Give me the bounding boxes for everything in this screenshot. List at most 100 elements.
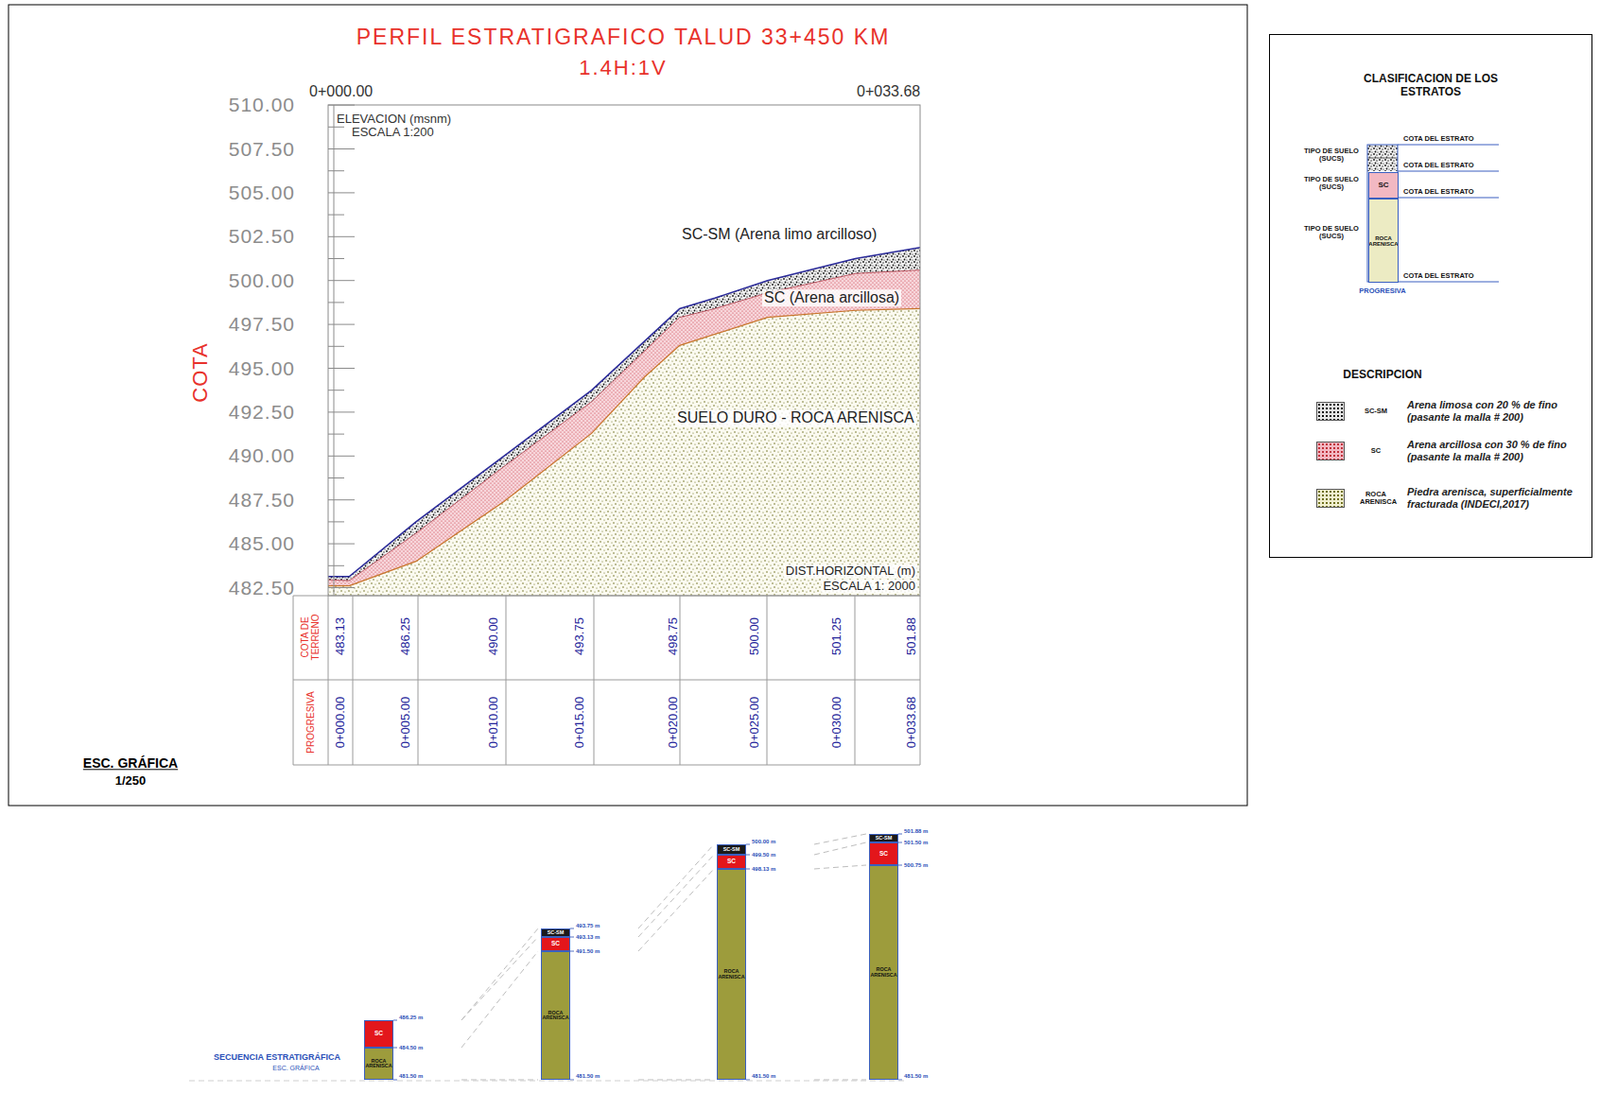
level-tick [746, 854, 750, 856]
axis-tick [328, 324, 355, 326]
stratum-boundary [328, 270, 921, 582]
table-rule [854, 595, 856, 766]
correlation-line [461, 928, 539, 1021]
correlation-line [638, 854, 714, 938]
table-cell: 0+000.00 [333, 696, 348, 749]
table-cell: 0+020.00 [666, 696, 680, 749]
legend-heading: CLASIFICACION DE LOS ESTRATOS [1340, 72, 1521, 100]
stratum-elevation: 491.50 m [575, 948, 600, 956]
drawing-label: COTA DEL ESTRATO [1403, 135, 1475, 143]
elevation-tick-label: 495.00 [228, 357, 296, 380]
axis-tick [328, 301, 345, 303]
axis-tick [328, 477, 345, 479]
base-line [189, 1080, 908, 1082]
stratum-elevation: 481.50 m [575, 1073, 600, 1080]
elevation-tick-label: 500.00 [228, 269, 296, 292]
legend-stratum: SC [1368, 172, 1399, 199]
stratum-code: SC [374, 1030, 383, 1038]
stratum-code: SC-SM [547, 930, 565, 937]
table-rule [293, 595, 921, 597]
elevation-tick-label: 497.50 [228, 313, 296, 336]
table-cell: 483.13 [333, 617, 348, 656]
stratum-segment: SC [869, 842, 899, 866]
table-rule [293, 765, 921, 766]
legend-description: Arena arcillosa con 30 % de fino (pasant… [1407, 438, 1578, 463]
axis-tick [328, 411, 355, 413]
stratum-elevation: 493.75 m [575, 922, 600, 930]
legend-swatch [1316, 488, 1345, 508]
axis-tick [328, 214, 345, 216]
table-cell: 493.75 [573, 617, 587, 656]
axis-tick [328, 587, 355, 589]
drawing-label: SC-SM [1359, 407, 1392, 416]
stratum-elevation: 481.50 m [904, 1073, 928, 1080]
stratum-level-line [1397, 144, 1499, 146]
table-cell: 500.00 [747, 617, 762, 656]
stratum-code: ROCA ARENISCA [1368, 235, 1398, 247]
drawing-label: TIPO DE SUELO (SUCS) [1303, 225, 1360, 242]
axis-tick [328, 389, 345, 391]
level-tick [898, 865, 903, 867]
stratum-fill [328, 247, 921, 596]
stratum-segment: SC [716, 854, 747, 870]
table-rule [293, 679, 921, 681]
axis-tick [328, 499, 355, 501]
table-cell: 0+010.00 [486, 696, 501, 749]
correlation-line [638, 844, 714, 929]
drawing-label: COTA DEL ESTRATO [1403, 161, 1475, 170]
drawing-label: COTA DE TERRENO [299, 609, 321, 665]
level-tick [746, 869, 750, 870]
stratum-code: ROCA ARENISCA [869, 967, 897, 978]
axis-tick [328, 455, 355, 457]
axis-tick [328, 543, 355, 545]
stratum-code: SC [551, 940, 560, 948]
table-rule [766, 595, 768, 766]
stratum-elevation: 481.50 m [751, 1073, 776, 1080]
stratum-code: SC [727, 858, 736, 866]
drawing-label: 0+033.68 [856, 83, 921, 101]
stratum-elevation: 493.13 m [575, 934, 600, 941]
stratum-segment: SC-SM [540, 928, 571, 938]
correlation-line [461, 937, 539, 1021]
drawing-label: PROGRESIVA [1358, 287, 1406, 296]
table-rule [328, 595, 330, 766]
stratum-elevation: 486.25 m [399, 1014, 423, 1022]
stratum-segment: SC-SM [869, 834, 899, 843]
axis-tick [328, 126, 345, 128]
elevation-tick-label: 490.00 [228, 445, 296, 468]
axis-tick [328, 236, 355, 238]
stratum-fill [328, 308, 921, 596]
stratum-elevation: 500.00 m [751, 838, 776, 846]
stratum-code: SC [1377, 181, 1389, 190]
table-rule [920, 595, 922, 766]
level-tick [746, 844, 750, 846]
level-tick [898, 1079, 903, 1081]
rock-boundary [328, 308, 921, 586]
legend-description: Piedra arenisca, superficialmente fractu… [1407, 486, 1578, 510]
axis-tick [328, 565, 345, 567]
plot-frame [328, 104, 921, 596]
axis-tick [328, 104, 355, 106]
drawing-label: ESC. GRÁFICA [272, 1064, 319, 1073]
table-rule [593, 595, 595, 766]
sheet-frame [8, 4, 1248, 806]
drawing-label: ROCA ARENISCA [1359, 490, 1392, 507]
drawing-label: ESC. GRÁFICA [83, 756, 178, 771]
drawing-label: 0+000.00 [309, 83, 373, 101]
ground-surface [328, 247, 921, 577]
drawing-label: 1.4H:1V [578, 56, 668, 80]
level-tick [570, 937, 574, 939]
legend-swatch [1316, 401, 1345, 421]
drawing-label: SC-SM (Arena limo arcilloso) [679, 226, 879, 244]
correlation-line [638, 1079, 714, 1081]
axis-tick [328, 258, 345, 260]
elevation-tick-label: 487.50 [228, 488, 296, 511]
drawing-label: COTA [189, 342, 212, 402]
stratum-elevation: 501.88 m [904, 828, 928, 835]
table-cell: 0+005.00 [399, 696, 413, 749]
table-cell: 0+033.68 [904, 696, 919, 749]
stratum-code: SC [879, 851, 888, 858]
stratum-segment: SC [364, 1020, 394, 1048]
table-cell: 501.25 [830, 617, 844, 656]
correlation-line [814, 865, 867, 870]
